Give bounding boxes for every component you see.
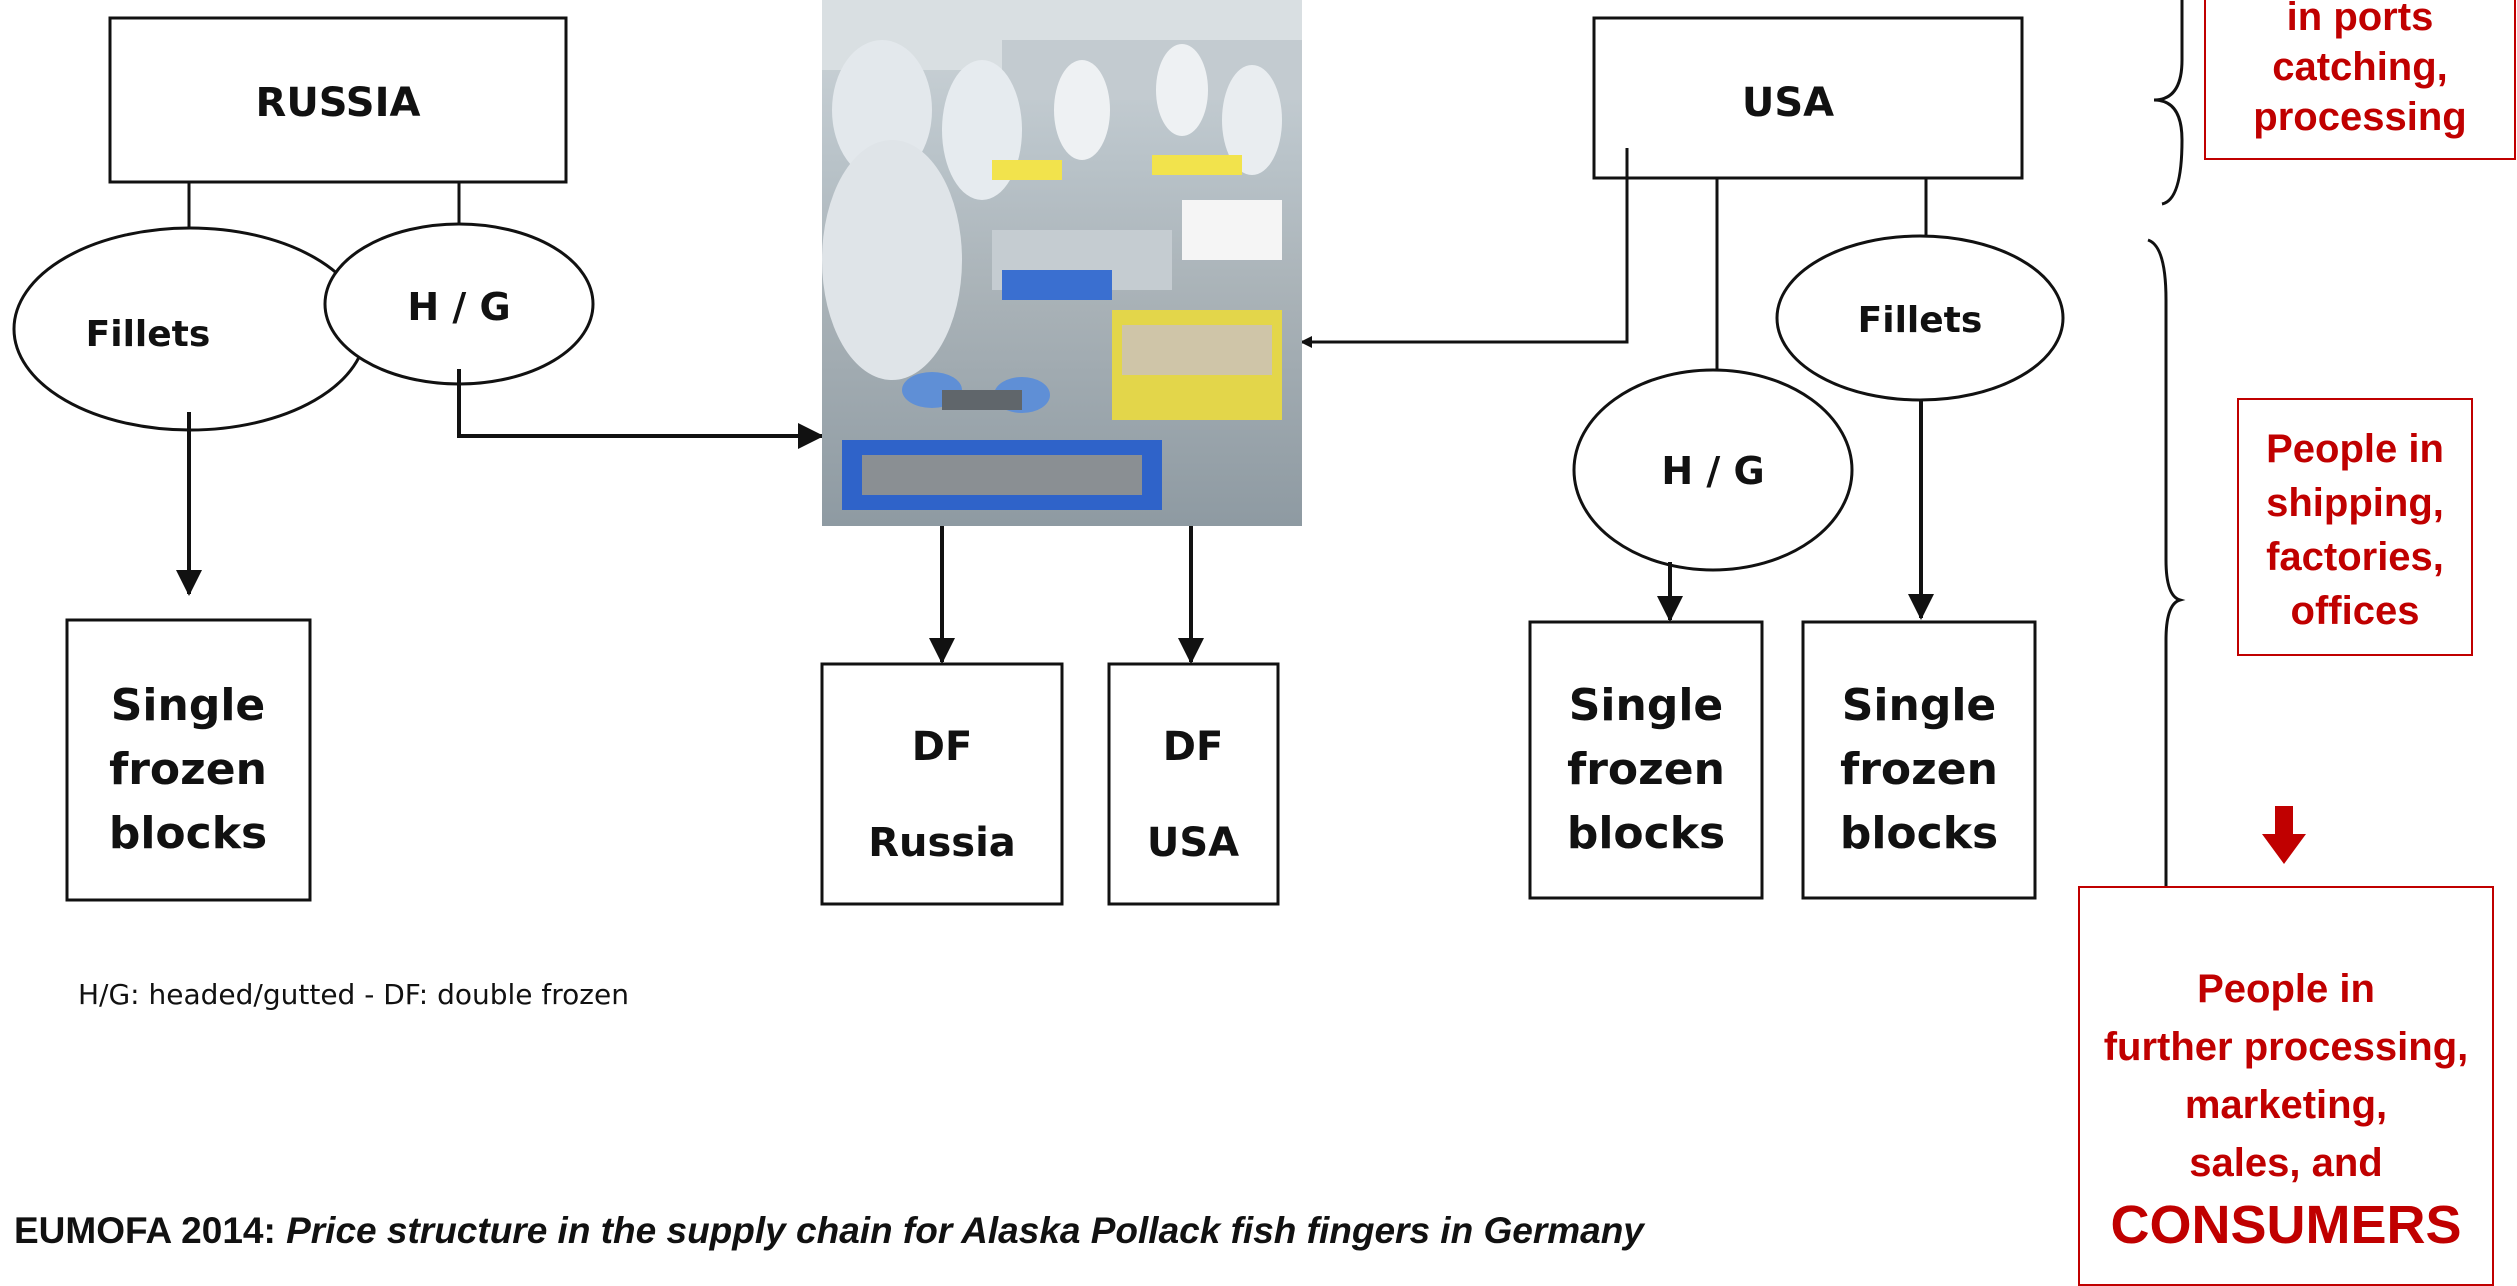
df-usa-box: DF USA: [1107, 662, 1280, 906]
block-line-1: Single: [1569, 680, 1724, 731]
usa-hg-node: H / G: [1572, 368, 1854, 572]
df-origin-label: USA: [1147, 820, 1239, 866]
side-label-line: offices: [2290, 589, 2420, 633]
usa-fillets-label: Fillets: [1858, 300, 1983, 341]
side-label-line: in ports: [2286, 0, 2434, 39]
shipping-label-box: People in shipping, factories, offices: [2237, 398, 2473, 656]
block-line-2: frozen: [109, 744, 267, 795]
russia-hg-node: H / G: [323, 222, 595, 386]
citation-title: Price structure in the supply chain for …: [286, 1210, 1644, 1251]
consumers-label-box: People in further processing, marketing,…: [2078, 886, 2494, 1286]
side-label-line: marketing,: [2184, 1083, 2388, 1127]
side-label-line: People in: [2197, 967, 2375, 1011]
df-label: DF: [1163, 724, 1224, 770]
ports-label-box: in ports catching, processing: [2204, 0, 2516, 160]
side-label-line: sales, and: [2189, 1141, 2383, 1185]
usa-label: USA: [1742, 80, 1834, 126]
arrow-usa-to-processing: [1302, 148, 1629, 344]
russia-hg-label: H / G: [407, 285, 510, 329]
citation-source: EUMOFA 2014:: [14, 1210, 287, 1251]
fish-processing-factory-photo: [822, 0, 1302, 526]
df-origin-label: Russia: [868, 820, 1016, 866]
arrow-hg-to-processing: [457, 369, 780, 438]
russia-node: RUSSIA: [108, 16, 568, 184]
brace-shipping: [2147, 238, 2186, 886]
df-label: DF: [912, 724, 973, 770]
side-label-line: catching,: [2272, 45, 2448, 89]
side-label-line: factories,: [2266, 535, 2444, 579]
df-russia-box: DF Russia: [820, 662, 1064, 906]
usa-fillets-node: Fillets: [1775, 234, 2065, 402]
block-line-2: frozen: [1567, 744, 1725, 795]
usa-fillets-single-frozen-blocks: Single frozen blocks: [1801, 620, 2037, 900]
block-line-3: blocks: [109, 808, 267, 859]
block-line-3: blocks: [1567, 808, 1725, 859]
side-label-line: further processing,: [2103, 1025, 2469, 1069]
russia-fillets-node: Fillets: [12, 226, 368, 432]
usa-hg-single-frozen-blocks: Single frozen blocks: [1528, 620, 1764, 900]
source-citation: EUMOFA 2014: Price structure in the supp…: [14, 1210, 1644, 1252]
block-line-2: frozen: [1840, 744, 1998, 795]
side-label-line: processing: [2253, 95, 2467, 139]
side-label-line: People in: [2266, 427, 2444, 471]
brace-ports: [2153, 0, 2184, 206]
russia-label: RUSSIA: [256, 80, 421, 126]
block-line-1: Single: [111, 680, 266, 731]
block-line-3: blocks: [1840, 808, 1998, 859]
block-line-1: Single: [1842, 680, 1997, 731]
russia-single-frozen-blocks: Single frozen blocks: [65, 618, 312, 902]
russia-fillets-label: Fillets: [86, 314, 211, 355]
side-label-line: shipping,: [2266, 481, 2444, 525]
abbreviation-legend: H/G: headed/gutted - DF: double frozen: [78, 978, 629, 1011]
usa-node: USA: [1592, 16, 2024, 180]
usa-hg-label: H / G: [1661, 449, 1764, 493]
red-down-arrow-icon: [2262, 806, 2306, 864]
consumers-emphasis: CONSUMERS: [2110, 1195, 2462, 1255]
